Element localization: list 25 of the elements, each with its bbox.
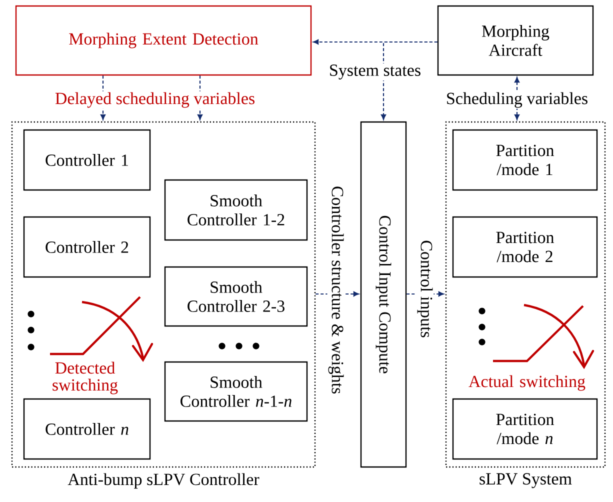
edge-label: Scheduling variables [444, 91, 590, 109]
edge-label: Delayed scheduling variables [54, 91, 256, 109]
block-box: Morphing Aircraft [437, 5, 594, 76]
edge-label: Control inputs [416, 239, 434, 339]
edge-label: System states [328, 64, 422, 80]
block-box: Controller 1 [23, 129, 151, 191]
block-box: Controller n [23, 398, 151, 460]
block-box: Partition /mode 1 [452, 129, 598, 191]
arrow [380, 41, 438, 120]
compute-box: Control Input Compute [360, 121, 407, 468]
block-box: Partition /mode n [452, 398, 598, 460]
block-box: Smooth Controller 2-3 [164, 266, 308, 327]
block-box: Smooth Controller 1-2 [164, 179, 308, 241]
block-box: Smooth Controller n-1-n [164, 361, 308, 422]
node-label: Anti-bump sLPV Controller [68, 473, 260, 489]
switching-label: Detected switching [52, 362, 118, 394]
node-label: sLPV System [480, 473, 572, 488]
arrow [406, 291, 444, 297]
block-box: Controller 2 [23, 216, 151, 278]
edge-label: Controller structure & weights [327, 184, 345, 396]
block-box: Partition /mode 2 [452, 216, 598, 278]
arrow [514, 77, 520, 120]
arrow [316, 291, 359, 297]
arrow [100, 76, 106, 120]
detection-box: Morphing Extent Detection [15, 5, 312, 76]
